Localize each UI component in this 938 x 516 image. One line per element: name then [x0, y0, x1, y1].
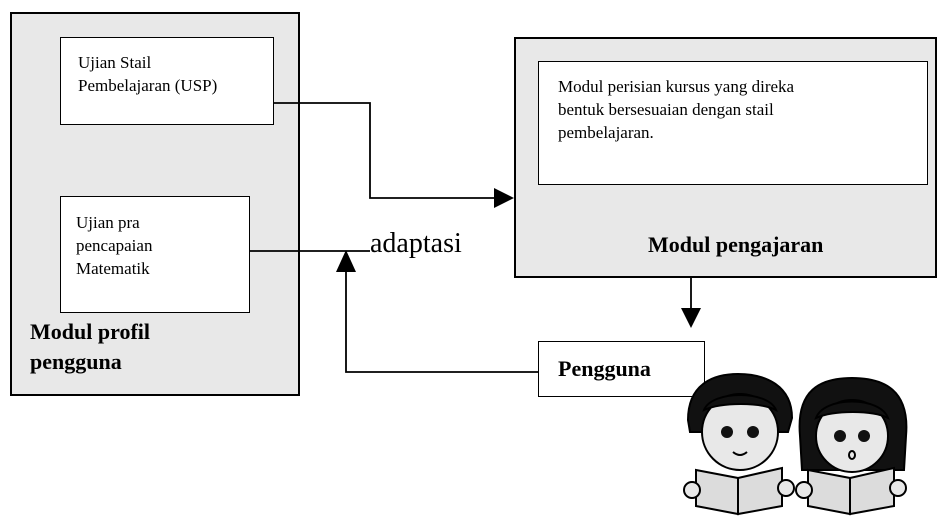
arrowhead-to-teaching-module: [494, 188, 514, 208]
user-feedback-connector: [345, 270, 538, 373]
teaching-module-title: Modul pengajaran: [648, 232, 824, 257]
math-pretest-box: [60, 196, 250, 313]
user-label: Pengguna: [558, 356, 651, 381]
arrowhead-to-user: [681, 308, 701, 328]
courseware-description: Modul perisian kursus yang direka bentuk…: [558, 77, 795, 142]
boy-reading-icon: [683, 372, 795, 516]
adaptation-label: adaptasi: [370, 228, 462, 259]
learning-style-test-box: [60, 37, 274, 125]
math-pretest-label: Ujian pra pencapaian Matematik: [76, 213, 153, 278]
learning-style-test-label: Ujian Stail Pembelajaran (USP): [78, 53, 218, 95]
user-box: [538, 341, 705, 397]
arrowhead-to-adaptation: [336, 250, 356, 272]
usp-connector: [274, 102, 500, 199]
user-profile-module-title: Modul profil pengguna: [30, 319, 151, 374]
girl-reading-icon: [795, 376, 908, 516]
courseware-box: [538, 61, 928, 185]
